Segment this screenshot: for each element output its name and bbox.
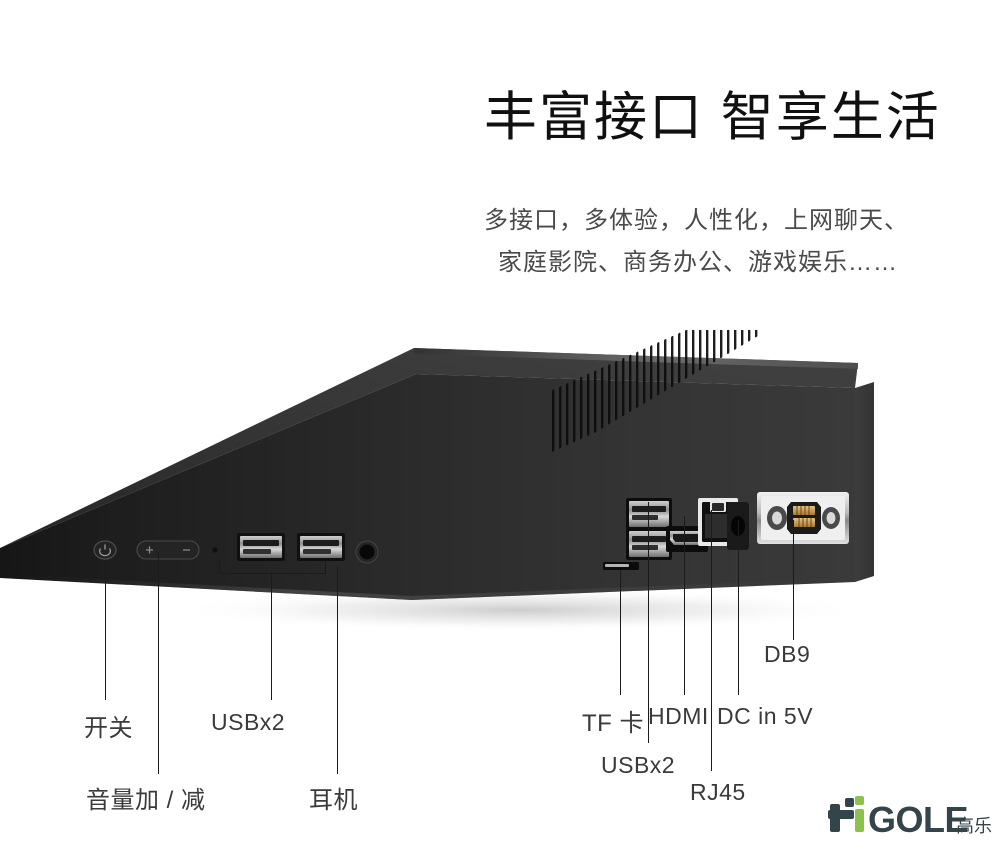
volume-rocker[interactable] [136,540,200,560]
page-headline: 丰富接口 智享生活 [484,88,941,147]
leader-line-usb-front [271,572,272,700]
leader-line-rj45 [711,510,712,771]
callout-label-headphone: 耳机 [309,787,358,814]
leader-line-hdmi [684,516,685,695]
device-right-side [855,382,874,582]
subtitle-line-2: 家庭影院、商务办公、游戏娱乐…… [498,249,898,276]
usb-port-front-1[interactable] [237,533,285,561]
subtitle-line-1: 多接口，多体验，人性化，上网聊天、 [484,207,909,234]
usb-port-front-2[interactable] [297,533,345,561]
callout-label-db9: DB9 [764,641,811,667]
callout-label-volume: 音量加 / 减 [86,787,206,814]
status-led [212,547,218,553]
logo-h-mark [828,798,854,832]
power-button[interactable] [93,540,117,560]
usb-port-rear-stack[interactable] [626,498,672,560]
leader-line-tf-card [620,570,621,695]
callout-label-tf-card: TF 卡 [582,710,644,737]
callout-label-hdmi: HDMI [648,703,709,729]
db9-port[interactable] [757,492,849,544]
leader-line-power [105,562,106,700]
callout-label-dc-in: DC in 5V [717,703,814,729]
leader-line-volume [158,552,159,774]
hdmi-port[interactable] [666,526,708,552]
logo-chinese-name: 高乐 [956,816,992,836]
tf-card-slot[interactable] [603,562,639,570]
leader-line-db9 [793,520,794,640]
volume-up-icon [146,546,153,554]
headphone-jack[interactable] [355,540,379,564]
product-device-image [0,330,880,630]
brand-logo: GOLE 高乐 [828,788,996,844]
ventilation-grille [552,330,758,452]
callout-label-usb-rear: USBx2 [601,752,676,778]
power-icon [98,544,112,557]
callout-label-rj45: RJ45 [690,779,746,805]
logo-i-mark [855,796,864,832]
callout-label-power: 开关 [84,715,133,742]
page-subtitle: 多接口，多体验，人性化，上网聊天、 家庭影院、商务办公、游戏娱乐…… [484,200,909,284]
leader-line-dc-in [738,520,739,695]
device-shadow [170,588,870,630]
callout-label-usb-front: USBx2 [211,709,286,735]
leader-line-headphone [337,566,338,774]
leader-bracket-usb-front [219,560,326,574]
logo-wordmark: GOLE [868,799,968,840]
leader-line-usb-rear [648,502,649,743]
device-top-panel [0,348,858,548]
